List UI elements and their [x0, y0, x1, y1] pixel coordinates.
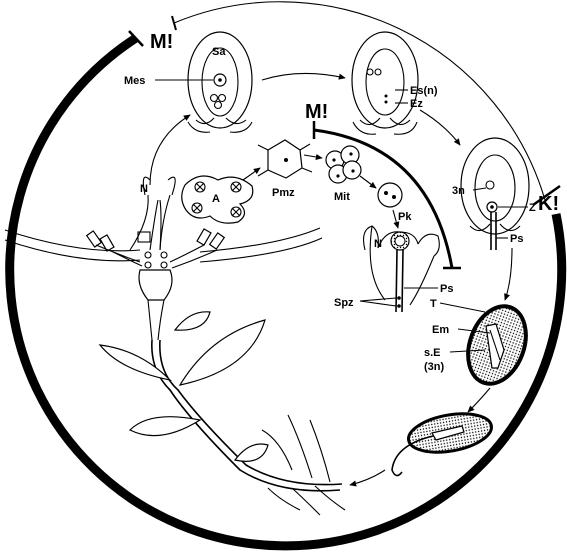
label-pollen-tube-right: Ps	[510, 233, 523, 245]
arrow-flower-to-sa	[150, 115, 190, 185]
label-pollen-mother-cell: Pmz	[272, 187, 295, 199]
ovule-es	[352, 32, 418, 134]
label-testa: T	[430, 298, 437, 310]
meiosis-mark-outer: M!	[150, 31, 173, 53]
label-mitosis: Mit	[334, 191, 350, 203]
label-embryo: Em	[432, 324, 449, 336]
arrow-pmz-to-tetrad	[304, 155, 322, 158]
label-triploid-nucleus: 3n	[452, 185, 465, 197]
arrow-fertilized-to-seed	[505, 248, 512, 300]
label-zygote: Z	[529, 202, 536, 214]
label-nucellus: N	[140, 183, 148, 195]
stigma-with-pollen-tube	[360, 226, 439, 312]
arrow-sa-to-es	[262, 73, 345, 80]
pollen-grain	[378, 183, 402, 207]
label-megaspore: Mes	[124, 75, 145, 87]
seedling	[100, 312, 345, 515]
flower	[5, 177, 322, 340]
outer-cycle-thick-arc	[10, 38, 562, 546]
label-egg-cell: Ez	[410, 98, 423, 110]
label-stigma-n: N	[374, 238, 382, 250]
label-embryo-sac: Sa	[212, 46, 226, 58]
arrow-tetrad-to-pk	[360, 176, 376, 188]
arrow-anther-to-pmz	[243, 168, 260, 180]
label-egg-nucleus: Es(n)	[410, 85, 438, 97]
label-sperm-cells: Spz	[334, 297, 354, 309]
arrow-es-to-fertilized	[420, 110, 460, 145]
label-pollen-grain: Pk	[398, 211, 412, 223]
label-endosperm-1: s.E	[424, 347, 441, 359]
label-anther: A	[212, 193, 220, 205]
label-pollen-tube-center: Ps	[440, 283, 453, 295]
tetrad	[326, 146, 361, 183]
karyogamy-mark: K!	[538, 193, 559, 215]
arrow-seed-to-germinating	[468, 388, 490, 412]
arrow-germinating-to-plant	[350, 470, 385, 485]
meiosis-mark-inner: M!	[305, 101, 328, 123]
label-endosperm-2: (3n)	[424, 361, 445, 373]
pollen-mother-cell	[258, 140, 312, 178]
seed-section	[440, 298, 536, 392]
